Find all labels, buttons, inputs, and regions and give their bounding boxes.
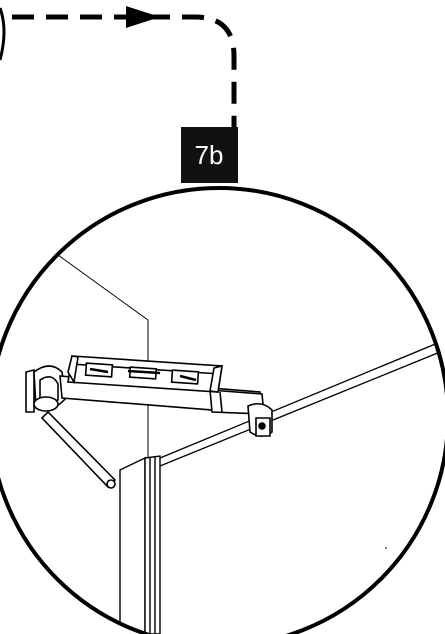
- flow-arrow-path: [12, 14, 237, 150]
- step-badge-box: [181, 127, 238, 183]
- flow-arrow-head: [126, 6, 160, 28]
- arm-assembly: [59, 355, 265, 415]
- detail-circle: [0, 186, 445, 634]
- wall-profile: [119, 455, 161, 634]
- support-bar: [40, 410, 117, 489]
- mark-dot: [385, 547, 387, 549]
- detail-view: [25, 254, 445, 634]
- step-badge-label: 7b: [195, 140, 224, 170]
- flow-arrow-left-stub: [0, 7, 6, 61]
- flow-arrow: [0, 6, 237, 150]
- glass-clamp: [247, 402, 273, 437]
- step-badge: 7b: [181, 127, 238, 183]
- glass-panel: [159, 339, 445, 467]
- wall-bracket: [25, 365, 67, 413]
